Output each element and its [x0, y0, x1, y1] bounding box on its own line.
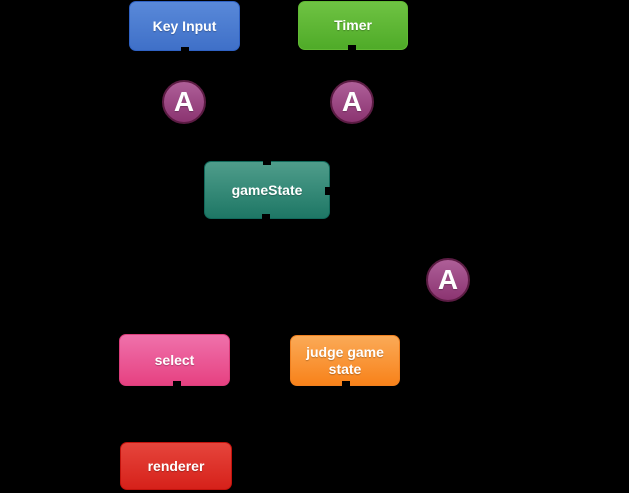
- node-game-state[interactable]: gameState: [204, 161, 330, 219]
- link-stub-timer-bottom: [348, 45, 356, 52]
- node-key-input[interactable]: Key Input: [129, 1, 240, 51]
- node-renderer[interactable]: renderer: [120, 442, 232, 490]
- node-key-input-label: Key Input: [152, 17, 217, 34]
- link-stub-gamestate-right: [325, 187, 332, 195]
- link-stub-key-input-bottom: [181, 47, 189, 54]
- node-judge-game-state-label: judge game state: [306, 343, 384, 377]
- node-game-state-label: gameState: [231, 181, 303, 198]
- node-stream-a-3[interactable]: A: [426, 258, 470, 302]
- node-timer-label: Timer: [334, 17, 372, 33]
- node-stream-a-1[interactable]: A: [162, 80, 206, 124]
- node-stream-a-3-label: A: [437, 264, 459, 295]
- node-stream-a-2[interactable]: A: [330, 80, 374, 124]
- link-stub-gamestate-top: [263, 158, 271, 165]
- link-stub-gamestate-bottom: [262, 214, 270, 221]
- node-judge-game-state[interactable]: judge game state: [290, 335, 400, 386]
- node-renderer-label: renderer: [147, 457, 205, 474]
- node-stream-a-2-label: A: [341, 86, 363, 117]
- node-timer[interactable]: Timer: [298, 1, 408, 50]
- link-stub-select-bottom: [173, 381, 181, 388]
- node-select[interactable]: select: [119, 334, 230, 386]
- node-stream-a-1-label: A: [173, 86, 195, 117]
- link-stub-judge-bottom: [342, 381, 350, 388]
- node-select-label: select: [154, 351, 195, 368]
